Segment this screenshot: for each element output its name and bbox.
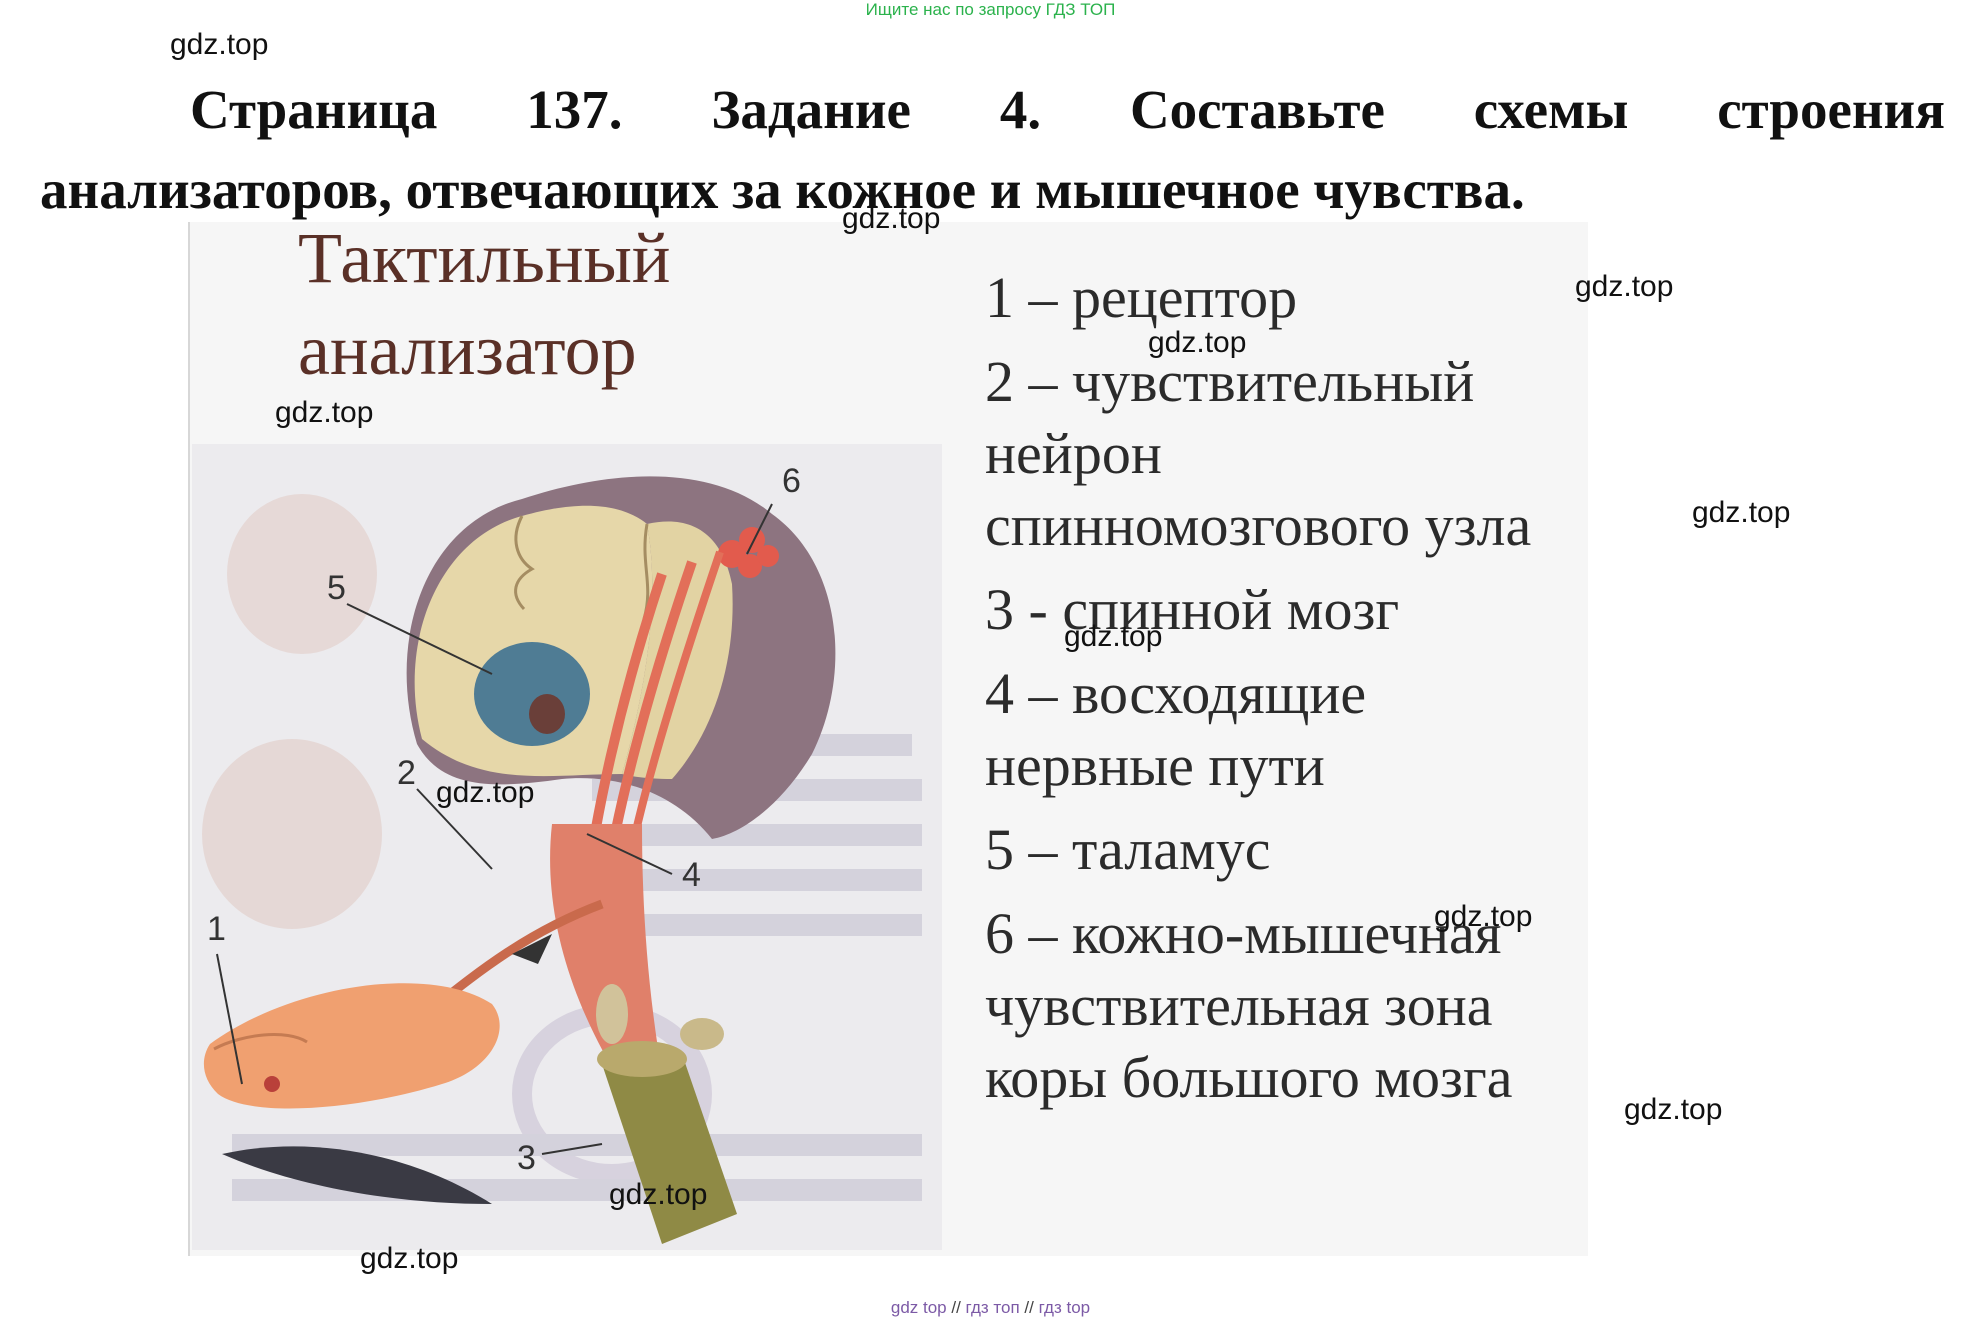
search-hint: Ищите нас по запросу ГДЗ ТОП	[865, 0, 1116, 19]
watermark: gdz.top	[170, 28, 269, 61]
watermark: gdz.top	[1575, 270, 1674, 303]
figure-number-3: 3	[517, 1139, 536, 1177]
link-separator: //	[951, 1298, 961, 1317]
figure-number-1: 1	[207, 910, 226, 948]
heading-word: 137.	[526, 79, 623, 140]
figure-number-5: 5	[327, 569, 346, 607]
bottom-link[interactable]: гдз топ	[965, 1298, 1020, 1317]
legend-item: 6 – кожно-мышечная чувствительная зона к…	[985, 901, 1513, 1110]
watermark: gdz.top	[1624, 1093, 1723, 1126]
heading-word: Составьте	[1129, 79, 1385, 140]
link-separator: //	[1024, 1298, 1034, 1317]
watermark: gdz.top	[1692, 496, 1791, 529]
heading-word: строения	[1717, 79, 1945, 140]
heading-word: схемы	[1473, 79, 1629, 140]
watermark: gdz.top	[275, 396, 374, 429]
heading-word: Задание	[711, 79, 911, 140]
watermark: gdz.top	[360, 1242, 459, 1275]
figure-number-2: 2	[397, 754, 416, 792]
watermark: gdz.top	[1148, 326, 1247, 359]
watermark: gdz.top	[436, 776, 535, 809]
tactile-analyzer-illustration: 6 5 4 2 1 3	[192, 444, 942, 1250]
figure-number-4: 4	[682, 856, 701, 894]
bottom-link[interactable]: gdz top	[890, 1298, 947, 1317]
legend-item: 2 – чувствительный нейрон спинномозговог…	[985, 349, 1532, 558]
task-heading: Страница 137. Задание 4. Составьте схемы…	[40, 70, 1945, 230]
legend-item: 3 - спинной мозг	[985, 577, 1400, 642]
heading-line-2: анализаторов, отвечающих за кожное и мыш…	[40, 159, 1525, 220]
legend-item: 5 – таламус	[985, 817, 1271, 882]
figure-title: Тактильный анализатор	[298, 212, 818, 396]
heading-word: 4.	[999, 79, 1042, 140]
watermark: gdz.top	[1434, 900, 1533, 933]
watermark: gdz.top	[1064, 620, 1163, 653]
watermark: gdz.top	[609, 1178, 708, 1211]
figure-number-6: 6	[782, 462, 801, 500]
figure-title-line-2: анализатор	[298, 310, 637, 390]
bottom-links: gdz top // гдз топ // гдз top	[0, 1298, 1981, 1318]
bottom-link[interactable]: гдз top	[1038, 1298, 1091, 1317]
figure-title-line-1: Тактильный	[298, 218, 671, 298]
legend-item: 1 – рецептор	[985, 265, 1298, 330]
legend-list: 1 – рецептор 2 – чувствительный нейрон с…	[985, 262, 1585, 1126]
heading-word: Страница	[190, 79, 438, 140]
watermark: gdz.top	[842, 202, 941, 235]
legend-item: 4 – восходящие нервные пути	[985, 661, 1367, 798]
